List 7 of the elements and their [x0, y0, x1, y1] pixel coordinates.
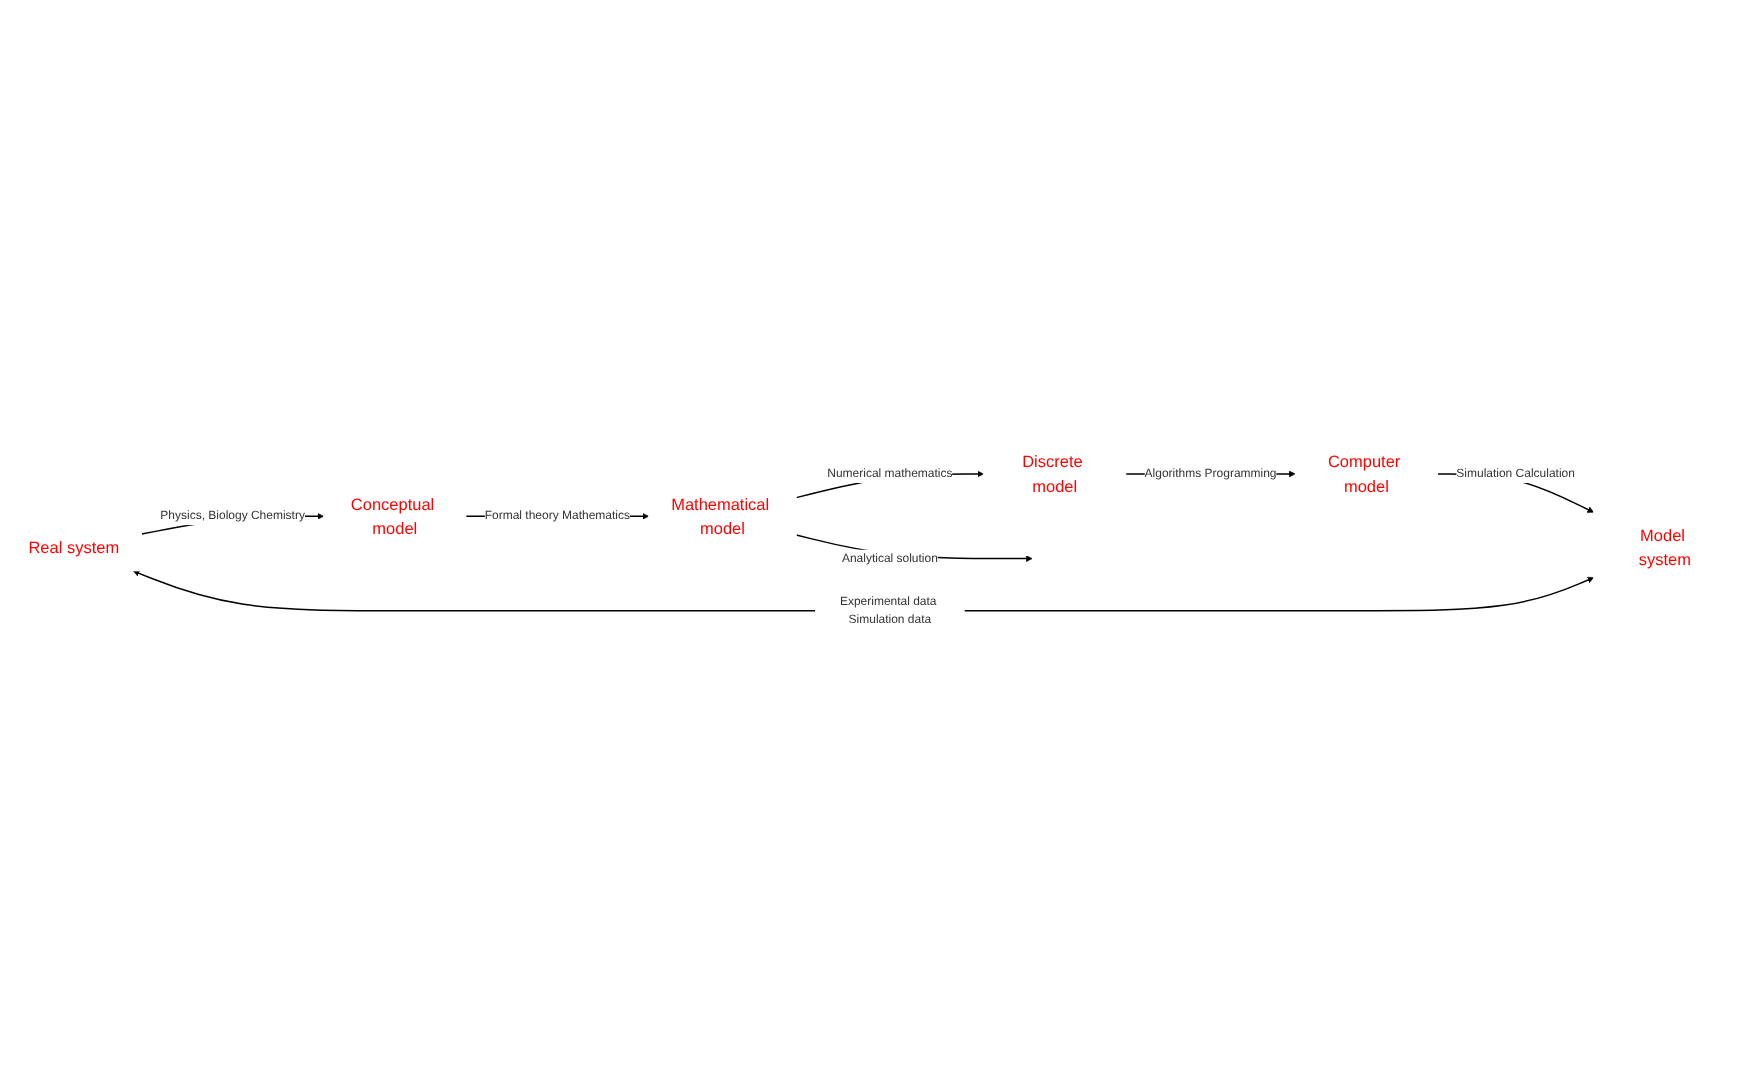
node-text: Mathematical model: [671, 495, 770, 539]
node-text: Conceptual model: [350, 495, 435, 539]
node-text: Real system: [28, 538, 120, 558]
node-text: Discrete model: [1022, 452, 1083, 497]
node-text: Computer model: [1327, 452, 1401, 497]
arrow: [133, 570, 1594, 613]
node-text: Model system: [1638, 526, 1691, 570]
